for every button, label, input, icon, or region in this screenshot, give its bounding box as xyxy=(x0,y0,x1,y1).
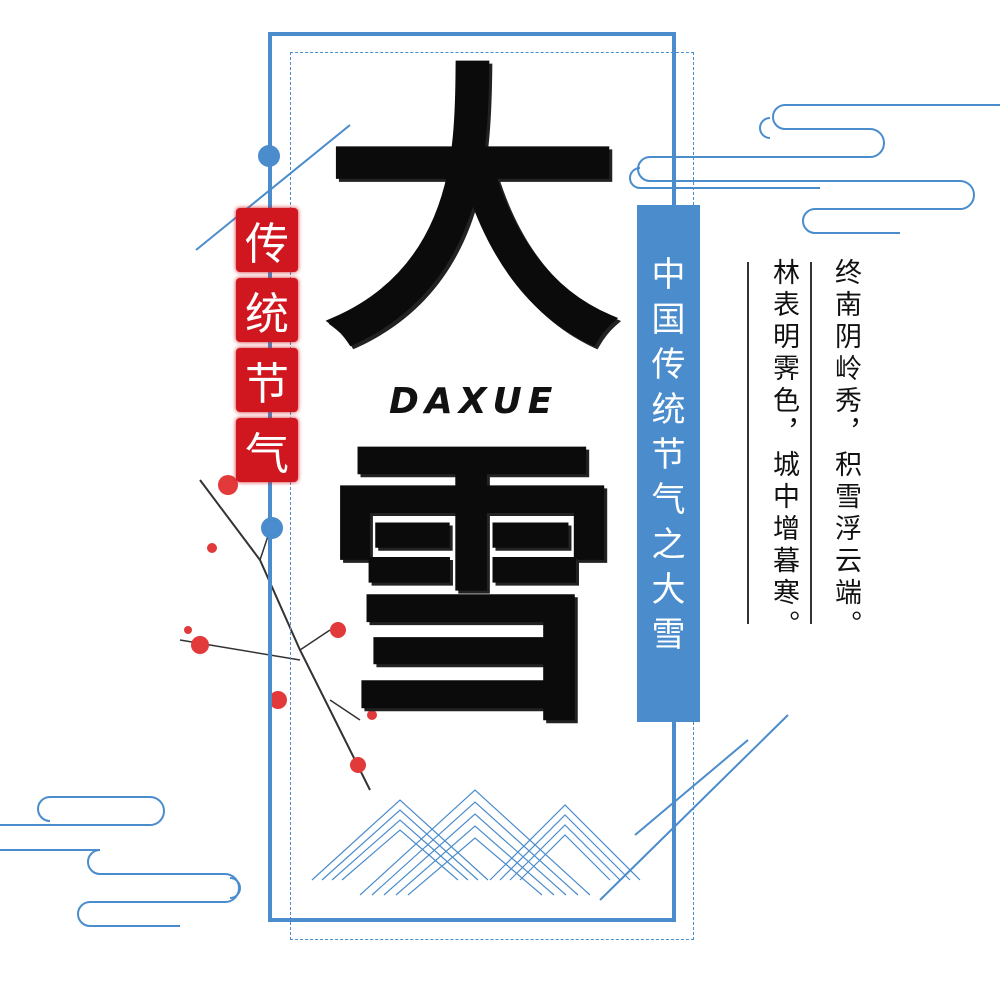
cloud-top-right xyxy=(629,104,1000,234)
traditional-solar-term-tag: 传 统 节 气 xyxy=(236,208,302,482)
poem-line-1: 终南阴岭秀，积雪浮云端。 xyxy=(830,258,861,642)
mountains xyxy=(311,789,641,896)
banner-char: 雪 xyxy=(651,615,686,655)
tag-char: 节 xyxy=(236,348,298,412)
title-char-xue: 雪 xyxy=(322,409,622,762)
banner-char: 大 xyxy=(651,570,686,610)
poem-divider xyxy=(810,262,812,624)
title-pinyin: DAXUE xyxy=(389,381,559,422)
diagonal-line xyxy=(634,739,749,836)
diagonal-line xyxy=(195,124,351,251)
plum-blossom-branch xyxy=(179,475,377,791)
banner-char: 统 xyxy=(651,390,686,430)
diagonal-line xyxy=(599,714,789,901)
tag-char: 气 xyxy=(236,418,298,482)
poem-line-2: 林表明霁色，城中增暮寒。 xyxy=(768,258,799,642)
banner-char: 节 xyxy=(651,435,686,475)
poem-divider xyxy=(747,262,749,624)
subtitle-banner: 中 国 传 统 节 气 之 大 雪 xyxy=(637,205,700,722)
frame-dot xyxy=(261,517,283,539)
banner-char: 传 xyxy=(651,345,686,385)
banner-char: 气 xyxy=(651,480,686,520)
banner-char: 之 xyxy=(651,525,686,565)
cloud-bottom-left xyxy=(0,796,241,927)
banner-char: 国 xyxy=(651,300,686,340)
banner-char: 中 xyxy=(651,255,686,295)
tag-char: 统 xyxy=(236,278,298,342)
frame-dot xyxy=(258,145,280,167)
tag-char: 传 xyxy=(236,208,298,272)
title-char-da: 大 xyxy=(322,35,622,388)
